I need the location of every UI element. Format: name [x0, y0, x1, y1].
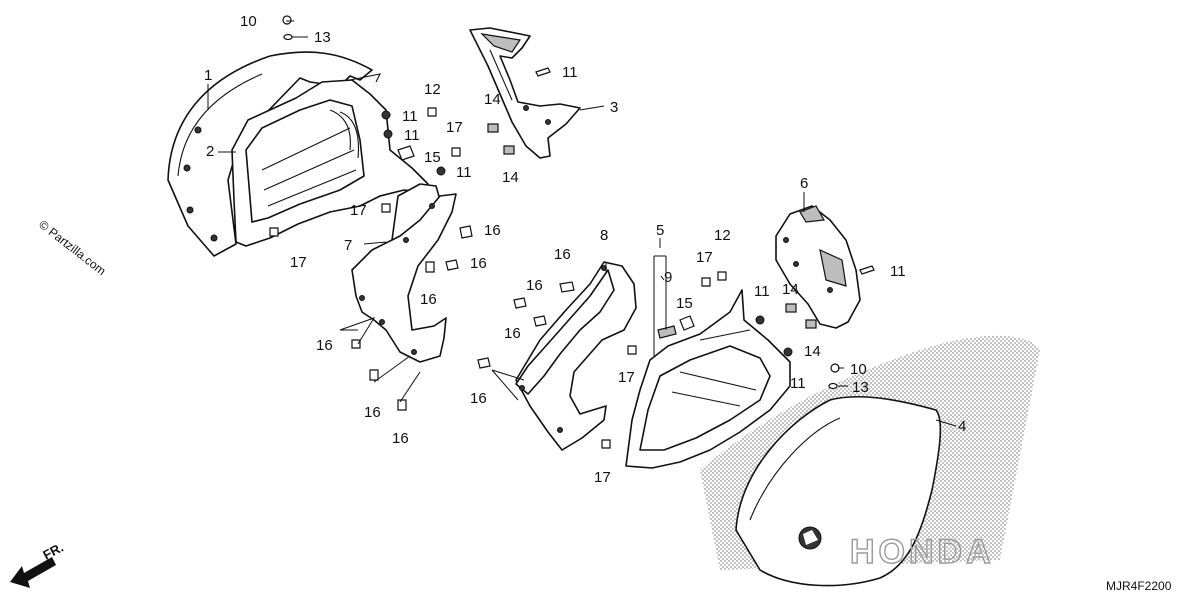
watermark-text: © Partzilla.com — [36, 217, 108, 278]
callout-16: 16 — [364, 404, 381, 421]
callout-10: 10 — [850, 361, 867, 378]
bolt-icon — [397, 399, 407, 411]
callout-11: 11 — [754, 283, 770, 300]
callout-16: 16 — [554, 246, 571, 263]
bolt-icon — [425, 261, 435, 273]
clip-icon — [785, 303, 797, 313]
callout-17: 17 — [618, 369, 635, 386]
callout-17: 17 — [446, 119, 463, 136]
pad-icon — [657, 325, 677, 339]
callout-12: 12 — [424, 81, 441, 98]
callout-1: 1 — [204, 67, 212, 84]
nut-icon — [383, 129, 393, 139]
callout-7: 7 — [344, 237, 352, 254]
part-6-right-bracket[interactable] — [775, 205, 861, 329]
bolt-icon — [859, 265, 875, 275]
nut-icon — [783, 347, 793, 357]
part-4-outer-cover[interactable]: HONDA — [700, 335, 1040, 587]
callout-17: 17 — [696, 249, 713, 266]
screw-icon — [282, 15, 292, 25]
callout-6: 6 — [800, 175, 808, 192]
clip-icon — [503, 145, 515, 155]
callout-5: 5 — [656, 222, 664, 239]
callout-16: 16 — [392, 430, 409, 447]
diagram-code: MJR4F2200 — [1106, 579, 1172, 593]
bolt-icon — [559, 281, 575, 293]
callout-labels: 10 13 1 2 12 11 11 15 11 17 17 17 11 14 … — [204, 13, 966, 486]
nut-icon — [381, 110, 391, 120]
washer-icon — [283, 33, 293, 41]
clip-icon — [805, 319, 817, 329]
callout-13: 13 — [852, 379, 869, 396]
bolt-icon — [627, 345, 637, 355]
callout-16: 16 — [470, 255, 487, 272]
callout-9: 9 — [664, 269, 672, 286]
callout-16: 16 — [526, 277, 543, 294]
callout-11: 11 — [404, 127, 420, 144]
callout-12: 12 — [714, 227, 731, 244]
callout-17: 17 — [594, 469, 611, 486]
callout-14: 14 — [782, 281, 799, 298]
callout-2: 2 — [206, 143, 214, 160]
callout-14: 14 — [804, 343, 821, 360]
bolt-icon — [459, 225, 473, 239]
callout-11: 11 — [890, 263, 906, 280]
leader-lines — [207, 20, 957, 427]
callout-3: 3 — [610, 99, 618, 116]
spring-nut-icon — [679, 315, 695, 331]
callout-16: 16 — [484, 222, 501, 239]
bolt-icon — [381, 203, 391, 213]
bolt-icon — [701, 277, 711, 287]
spring-nut-icon — [397, 145, 415, 161]
clip-icon — [487, 123, 499, 133]
callout-11: 11 — [456, 164, 472, 181]
callout-16: 16 — [504, 325, 521, 342]
direction-label: FR. — [40, 540, 66, 563]
callout-16: 16 — [420, 291, 437, 308]
arrow-left-icon — [10, 557, 56, 588]
screw-icon — [830, 363, 840, 373]
part-8-lower-cover[interactable] — [515, 261, 637, 451]
bolt-icon — [477, 357, 491, 369]
washer-icon — [828, 382, 838, 390]
part-5-lower-frame[interactable] — [625, 289, 791, 469]
bolt-icon — [369, 369, 379, 381]
bolt-icon — [717, 271, 727, 281]
callout-10: 10 — [240, 13, 257, 30]
part-7-side-bracket[interactable] — [351, 183, 457, 363]
callout-11: 11 — [790, 375, 806, 392]
callout-15: 15 — [676, 295, 693, 312]
bolt-icon — [513, 297, 527, 309]
nut-icon — [436, 166, 446, 176]
callout-13: 13 — [314, 29, 331, 46]
part-3-upper-bracket[interactable] — [469, 27, 581, 159]
callout-16: 16 — [316, 337, 333, 354]
callout-11: 11 — [402, 108, 418, 125]
callout-17: 17 — [350, 202, 367, 219]
callout-17: 17 — [290, 254, 307, 271]
bolt-icon — [533, 315, 547, 327]
bolt-icon — [269, 227, 279, 237]
bolt-icon — [451, 147, 461, 157]
bolt-icon — [351, 339, 361, 349]
bolt-icon — [601, 439, 611, 449]
honda-logo-text: HONDA — [850, 533, 995, 571]
bolt-icon — [445, 259, 459, 271]
callout-16: 16 — [470, 390, 487, 407]
callout-11: 11 — [562, 64, 578, 81]
callout-4: 4 — [958, 418, 966, 435]
callout-8: 8 — [600, 227, 608, 244]
front-direction-indicator: FR. — [10, 540, 66, 588]
callout-14: 14 — [484, 91, 501, 108]
part-1-front-cover[interactable] — [167, 51, 373, 257]
bolt-icon — [427, 107, 437, 117]
bolt-icon — [535, 67, 551, 77]
nut-icon — [755, 315, 765, 325]
hardware-group — [269, 15, 875, 449]
callout-15: 15 — [424, 149, 441, 166]
callout-14: 14 — [502, 169, 519, 186]
